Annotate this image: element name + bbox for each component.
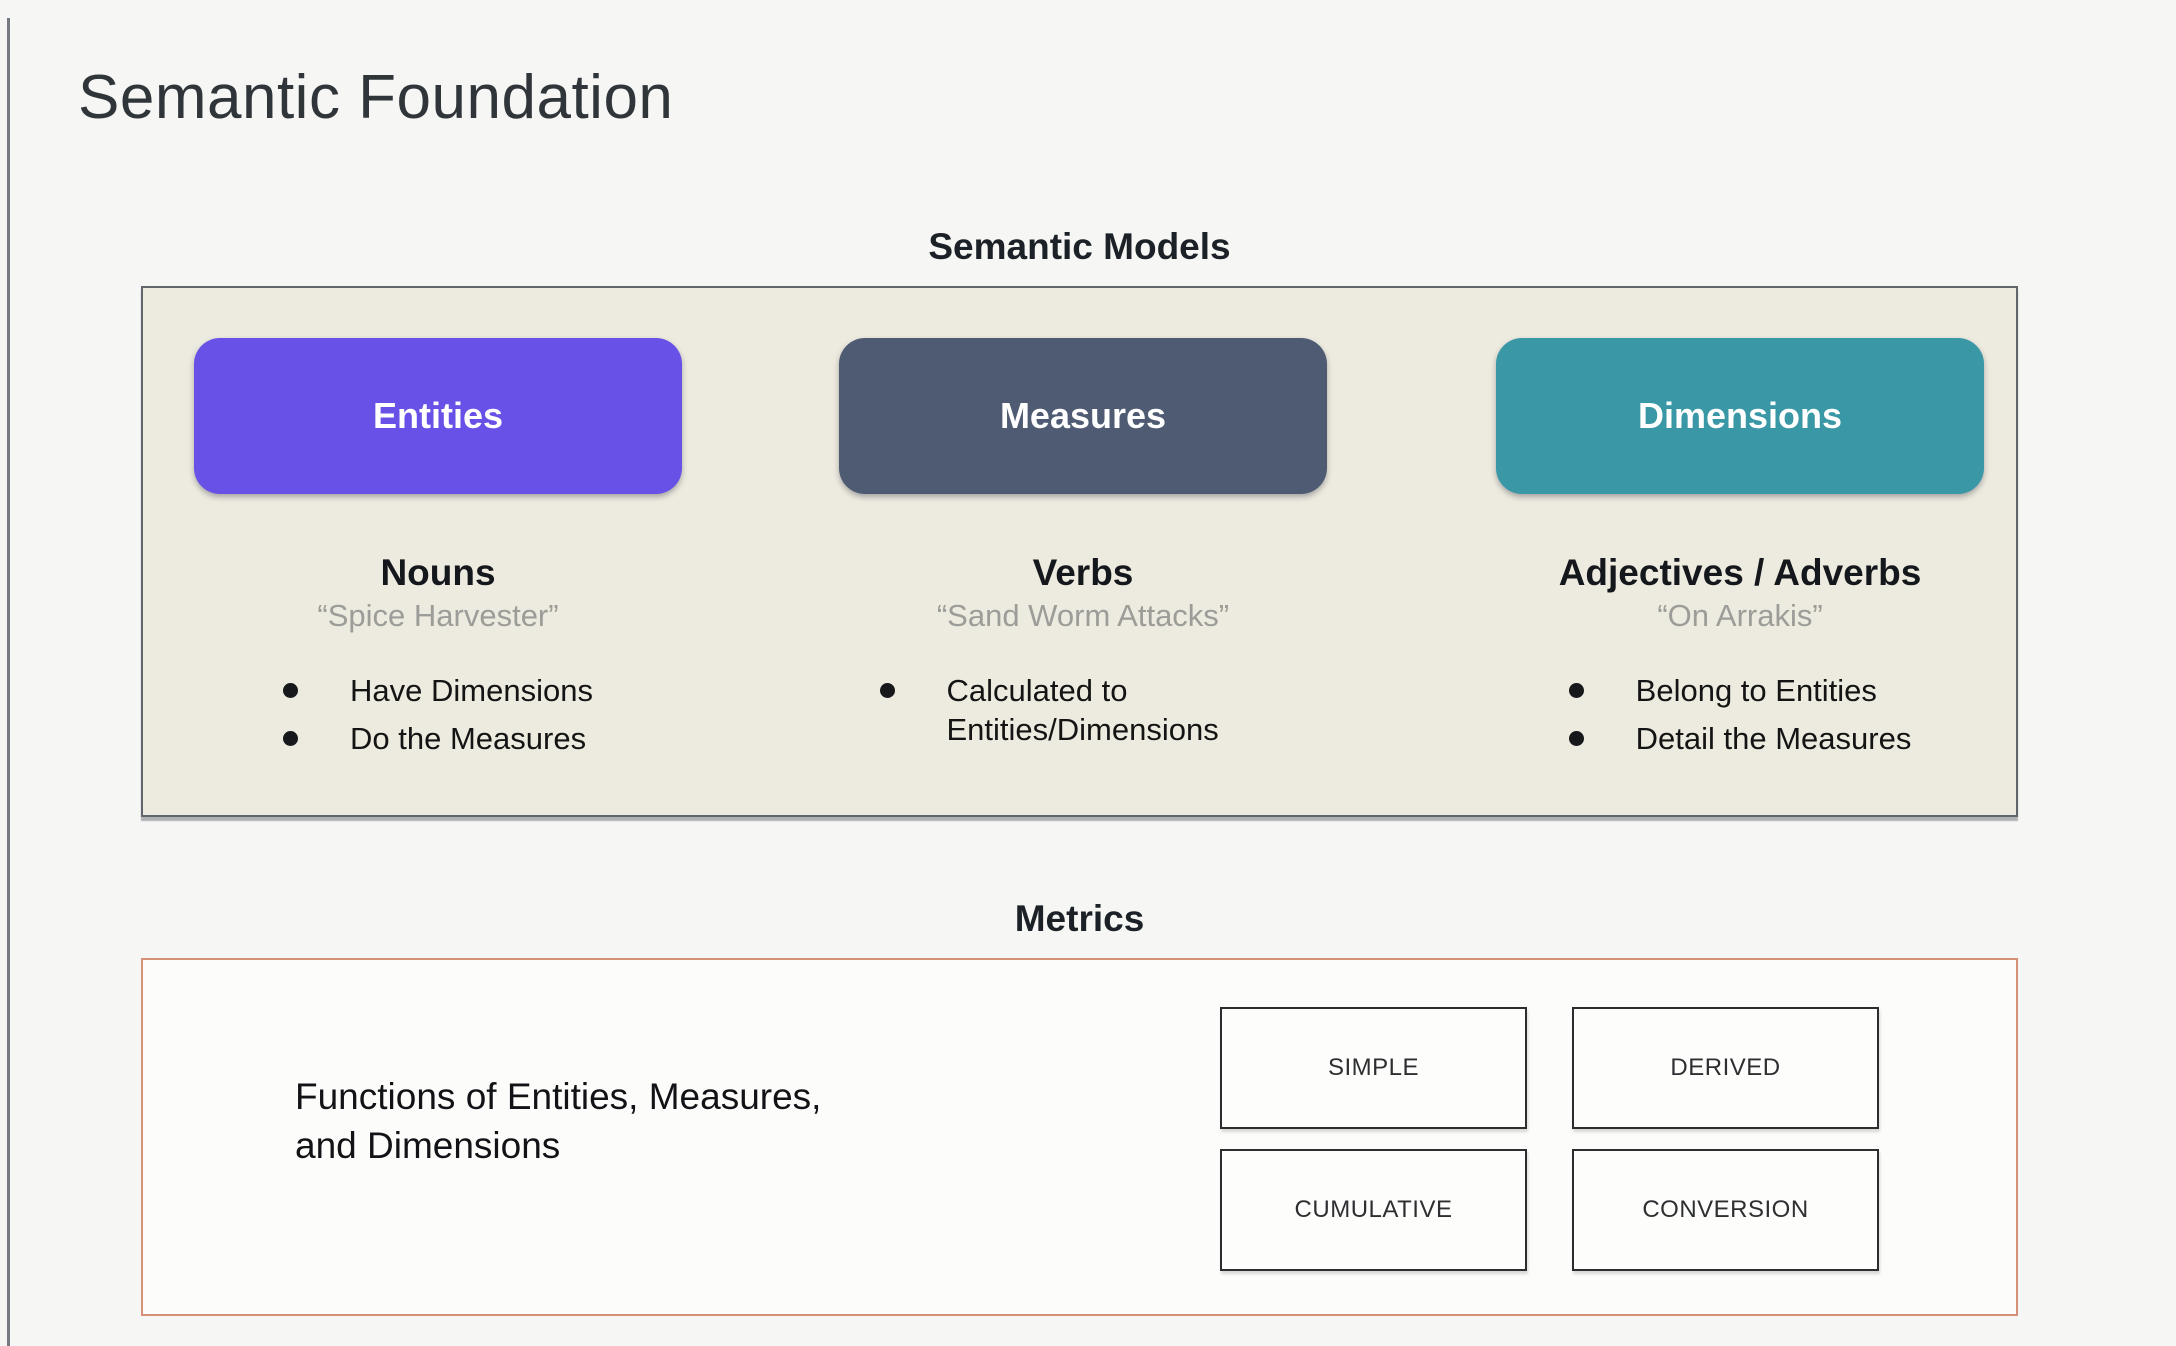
dimensions-column: Dimensions Adjectives / Adverbs “On Arra… bbox=[1460, 338, 2020, 759]
entities-button: Entities bbox=[194, 338, 682, 494]
entities-role-label: Nouns bbox=[380, 552, 496, 593]
metrics-description-line: Functions of Entities, Measures, bbox=[295, 1076, 822, 1117]
metrics-description: Functions of Entities, Measures, and Dim… bbox=[295, 1072, 821, 1170]
list-item: Have Dimensions bbox=[283, 672, 593, 711]
list-item: Do the Measures bbox=[283, 720, 593, 759]
bullet-text: Do the Measures bbox=[350, 720, 587, 756]
bullet-text: Calculated to Entities/Dimensions bbox=[946, 673, 1219, 747]
measures-button: Measures bbox=[839, 338, 1327, 494]
metric-type-derived: DERIVED bbox=[1572, 1007, 1879, 1129]
metric-type-conversion: CONVERSION bbox=[1572, 1149, 1879, 1271]
bullet-icon bbox=[283, 683, 299, 698]
entities-column: Entities Nouns “Spice Harvester” Have Di… bbox=[158, 338, 718, 759]
metric-type-simple: SIMPLE bbox=[1220, 1007, 1527, 1129]
semantic-models-heading: Semantic Models bbox=[928, 226, 1231, 267]
dimensions-button: Dimensions bbox=[1496, 338, 1984, 494]
metrics-box: Functions of Entities, Measures, and Dim… bbox=[141, 958, 2018, 1316]
list-item: Calculated to Entities/Dimensions bbox=[879, 672, 1287, 750]
bullet-icon bbox=[879, 683, 895, 698]
bullet-text: Belong to Entities bbox=[1635, 673, 1877, 708]
measures-role-label: Verbs bbox=[1032, 552, 1134, 593]
entities-quote: “Spice Harvester” bbox=[317, 598, 559, 633]
measures-bullet-list: Calculated to Entities/Dimensions bbox=[879, 672, 1287, 750]
measures-column: Measures Verbs “Sand Worm Attacks” Calcu… bbox=[803, 338, 1363, 750]
bullet-text: Detail the Measures bbox=[1635, 720, 1912, 756]
metrics-heading: Metrics bbox=[1014, 898, 1145, 939]
bullet-icon bbox=[1568, 730, 1584, 746]
metric-type-cumulative: CUMULATIVE bbox=[1220, 1149, 1527, 1271]
window-left-edge bbox=[7, 18, 10, 1346]
page-title: Semantic Foundation bbox=[78, 63, 674, 132]
bullet-text: Have Dimensions bbox=[350, 673, 593, 708]
semantic-models-box: Entities Nouns “Spice Harvester” Have Di… bbox=[141, 286, 2018, 817]
entities-bullet-list: Have Dimensions Do the Measures bbox=[283, 672, 593, 759]
dimensions-quote: “On Arrakis” bbox=[1657, 598, 1823, 633]
dimensions-bullet-list: Belong to Entities Detail the Measures bbox=[1568, 672, 1912, 759]
dimensions-role-label: Adjectives / Adverbs bbox=[1558, 552, 1922, 593]
measures-quote: “Sand Worm Attacks” bbox=[936, 598, 1230, 633]
list-item: Detail the Measures bbox=[1568, 720, 1912, 759]
metrics-description-line: and Dimensions bbox=[295, 1125, 561, 1167]
bullet-icon bbox=[1568, 683, 1584, 698]
bullet-icon bbox=[283, 730, 299, 746]
list-item: Belong to Entities bbox=[1568, 672, 1912, 711]
